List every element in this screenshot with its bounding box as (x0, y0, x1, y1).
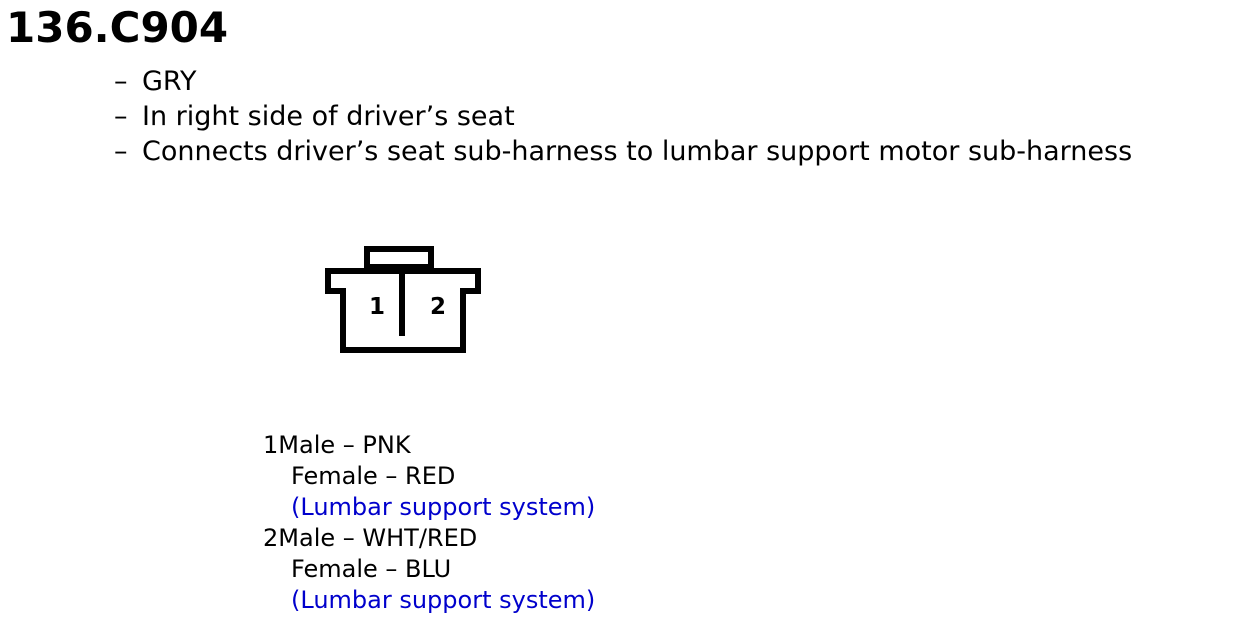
pin-number: 2 (263, 524, 279, 552)
pin-number: 1 (263, 431, 279, 459)
description-color: –GRY (114, 64, 1132, 99)
pin-female-wire: Female – RED (291, 462, 456, 490)
description-location: –In right side of driver’s seat (114, 99, 1132, 134)
pin-list: 1Male – PNK Female – RED (Lumbar support… (263, 430, 595, 616)
pin-male-line: 1Male – PNK (263, 430, 595, 461)
dash: – (114, 66, 128, 97)
description-connection: –Connects driver’s seat sub-harness to l… (114, 134, 1132, 169)
page-title: 136.C904 (6, 3, 229, 52)
pin-system: (Lumbar support system) (291, 493, 596, 521)
connector-housing (325, 268, 481, 353)
connector-description-list: –GRY –In right side of driver’s seat –Co… (114, 64, 1132, 169)
pin-entry-2: 2Male – WHT/RED Female – BLU (Lumbar sup… (263, 523, 595, 616)
description-text: In right side of driver’s seat (142, 101, 515, 132)
pin-system: (Lumbar support system) (291, 586, 596, 614)
pin-female-wire: Female – BLU (291, 555, 452, 583)
pin-entry-1: 1Male – PNK Female – RED (Lumbar support… (263, 430, 595, 523)
pin-male-line: 2Male – WHT/RED (263, 523, 595, 554)
pin-male-wire: Male – PNK (278, 431, 411, 459)
connector-face-diagram: 1 2 (325, 246, 481, 353)
description-text: GRY (142, 66, 197, 97)
dash: – (114, 101, 128, 132)
pin-label-1: 1 (369, 294, 385, 320)
pin-male-wire: Male – WHT/RED (278, 524, 478, 552)
description-text: Connects driver’s seat sub-harness to lu… (142, 136, 1133, 167)
dash: – (114, 136, 128, 167)
connector-latch (364, 246, 434, 270)
pin-label-2: 2 (430, 294, 446, 320)
